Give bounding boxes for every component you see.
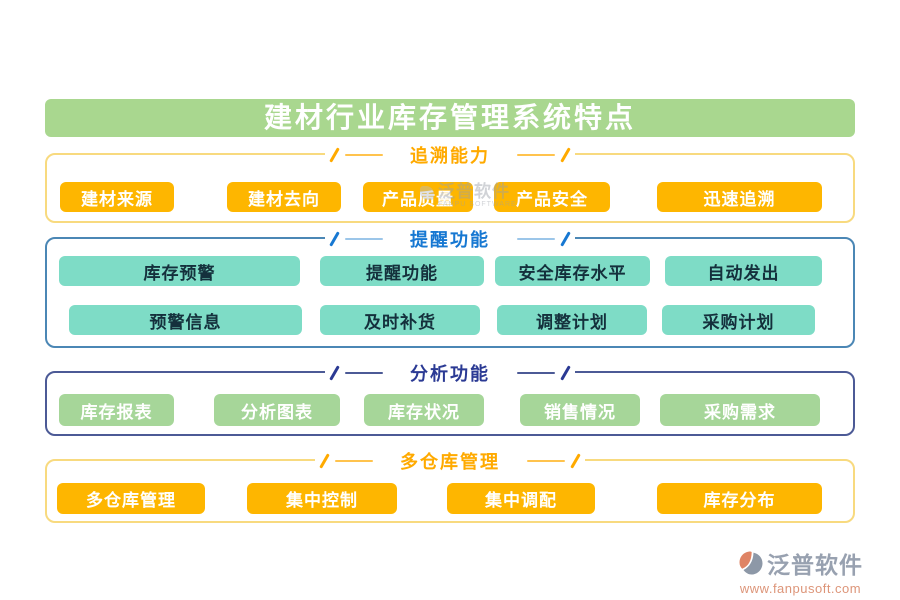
- section-reminder: 提醒功能 库存预警 提醒功能 安全库存水平 自动发出 预警信息 及时补货 调整计…: [45, 226, 855, 348]
- feature-tag: 销售情况: [520, 394, 640, 426]
- feature-tag: 库存报表: [59, 394, 174, 426]
- feature-tag: 采购计划: [662, 305, 815, 335]
- feature-tag: 提醒功能: [320, 256, 484, 286]
- feature-tag: 分析图表: [214, 394, 340, 426]
- feature-tag: 安全库存水平: [495, 256, 650, 286]
- section-multi-warehouse-header: 多仓库管理: [315, 448, 585, 474]
- brand-url: www.fanpusoft.com: [739, 581, 862, 596]
- feature-tag: 自动发出: [665, 256, 822, 286]
- slash-decoration: [319, 453, 330, 469]
- section-reminder-header: 提醒功能: [325, 226, 575, 252]
- section-analysis: 分析功能 库存报表 分析图表 库存状况 销售情况 采购需求: [45, 360, 855, 436]
- line-decoration: [335, 460, 373, 462]
- feature-tag: 建材来源: [60, 182, 174, 212]
- section-title: 分析功能: [410, 364, 490, 384]
- feature-tag: 库存分布: [657, 483, 822, 514]
- slash-decoration: [560, 147, 571, 163]
- section-traceability-header: 追溯能力: [325, 142, 575, 168]
- feature-tag: 库存状况: [364, 394, 484, 426]
- section-traceability: 追溯能力 建材来源 建材去向 产品质量 产品安全 迅速追溯: [45, 142, 855, 223]
- slash-decoration: [329, 365, 340, 381]
- section-title: 提醒功能: [410, 230, 490, 250]
- feature-tag: 库存预警: [59, 256, 300, 286]
- feature-tag: 产品质量: [363, 182, 473, 212]
- feature-tag: 产品安全: [494, 182, 610, 212]
- line-decoration: [345, 372, 383, 374]
- section-analysis-header: 分析功能: [325, 360, 575, 386]
- feature-tag: 调整计划: [497, 305, 647, 335]
- page-title: 建材行业库存管理系统特点: [45, 99, 855, 137]
- feature-tag: 集中控制: [247, 483, 397, 514]
- section-multi-warehouse: 多仓库管理 多仓库管理 集中控制 集中调配 库存分布: [45, 448, 855, 523]
- section-title: 追溯能力: [410, 146, 490, 166]
- feature-tag: 迅速追溯: [657, 182, 822, 212]
- section-title: 多仓库管理: [400, 452, 500, 472]
- slash-decoration: [570, 453, 581, 469]
- slash-decoration: [329, 147, 340, 163]
- line-decoration: [517, 154, 555, 156]
- feature-tag: 预警信息: [69, 305, 302, 335]
- slash-decoration: [560, 231, 571, 247]
- feature-tag: 建材去向: [227, 182, 341, 212]
- line-decoration: [345, 238, 383, 240]
- feature-tag: 采购需求: [660, 394, 820, 426]
- line-decoration: [527, 460, 565, 462]
- slash-decoration: [560, 365, 571, 381]
- line-decoration: [517, 238, 555, 240]
- line-decoration: [517, 372, 555, 374]
- slash-decoration: [329, 231, 340, 247]
- brand-name: 泛普软件: [767, 552, 863, 578]
- feature-tag: 集中调配: [447, 483, 595, 514]
- line-decoration: [345, 154, 383, 156]
- fanpu-logo-icon: [739, 551, 763, 575]
- feature-tag: 多仓库管理: [57, 483, 205, 514]
- feature-tag: 及时补货: [320, 305, 480, 335]
- fanpu-brand: 泛普软件 www.fanpusoft.com: [713, 546, 888, 596]
